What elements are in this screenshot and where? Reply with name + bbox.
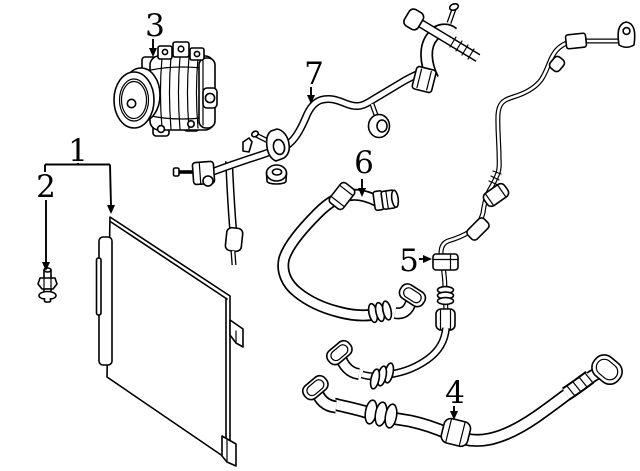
callout-6-group: 6 xyxy=(354,145,374,197)
compressor-drawing xyxy=(113,41,218,137)
condenser-inlet-pipe xyxy=(224,160,244,266)
callout-5-group: 5 xyxy=(399,243,432,279)
hose-crimp-sleeve xyxy=(435,308,456,331)
hose-flange-fitting xyxy=(325,339,353,366)
callout-3-label[interactable]: 3 xyxy=(145,8,165,44)
callout-5-arrowhead xyxy=(423,255,432,263)
hose-flange-fitting xyxy=(301,374,329,401)
ac-hose-6-drawing xyxy=(277,181,427,324)
bolt-drawing xyxy=(37,267,58,303)
callout-2-group: 2 xyxy=(36,169,56,271)
ac-line-7-drawing xyxy=(172,2,481,187)
callout-7-group: 7 xyxy=(304,56,324,104)
ac-hose-4-drawing xyxy=(301,354,623,448)
hose-crimp-sleeve xyxy=(440,417,472,448)
callout-1-label[interactable]: 1 xyxy=(68,133,88,169)
callout-4-arrowhead xyxy=(450,411,458,420)
callout-7-label[interactable]: 7 xyxy=(304,56,324,92)
callout-1-leader xyxy=(44,163,112,207)
liquid-line-drawing xyxy=(325,21,636,390)
callout-2-arrowhead xyxy=(42,262,50,271)
condenser-foot-bracket xyxy=(221,435,237,467)
callout-2-label[interactable]: 2 xyxy=(36,169,56,205)
condenser-drawing xyxy=(95,216,244,467)
line-clamp xyxy=(411,65,437,94)
hose-flange-fitting xyxy=(398,283,427,308)
callout-7-arrowhead xyxy=(307,95,315,104)
line-clip-5 xyxy=(432,253,459,271)
callout-4-group: 4 xyxy=(445,375,465,420)
hose-end-cap xyxy=(591,354,623,386)
callout-1-group: 1 xyxy=(44,133,115,214)
callout-4-label[interactable]: 4 xyxy=(445,375,465,411)
callout-5-label[interactable]: 5 xyxy=(399,243,419,279)
callout-1-arrowhead xyxy=(107,205,115,214)
callout-6-label[interactable]: 6 xyxy=(354,145,374,181)
callout-6-arrowhead xyxy=(358,188,366,197)
hose-6-fitting xyxy=(372,189,400,212)
callout-3-group: 3 xyxy=(145,8,165,57)
callout-3-arrowhead xyxy=(149,48,157,57)
